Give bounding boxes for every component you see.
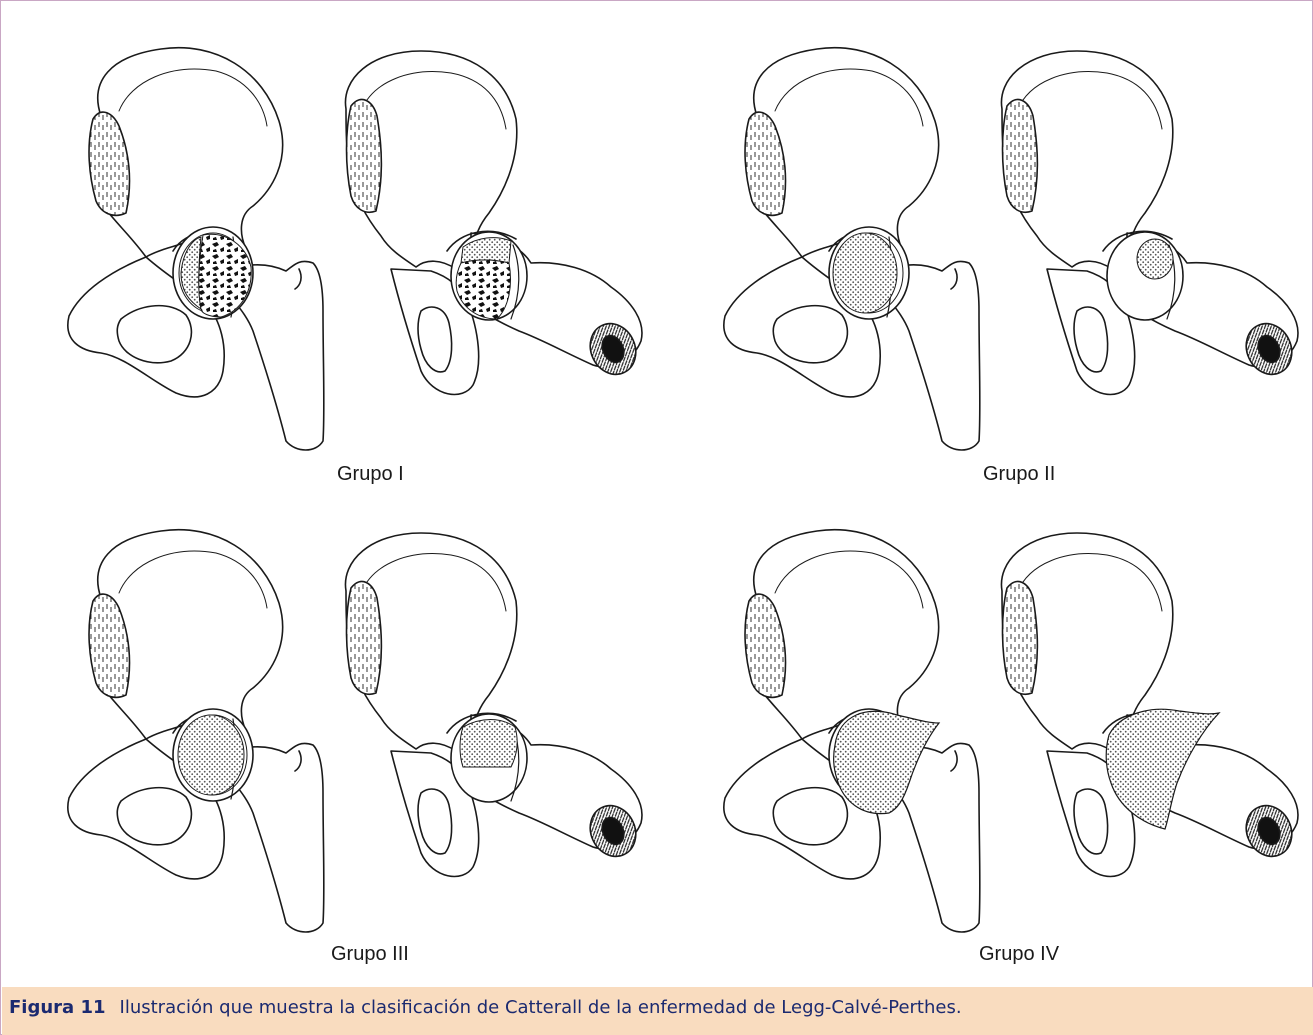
hip-diagram-grupo-iv — [657, 483, 1313, 965]
group-label: Grupo IV — [979, 943, 1059, 966]
hip-diagram-grupo-ii — [657, 1, 1313, 483]
obturator-foramen — [117, 788, 191, 845]
head-necrosis-shading — [178, 715, 244, 795]
lateral-head-necrosis-shading — [460, 720, 517, 768]
panel-grupo-iii: Grupo III — [1, 483, 657, 965]
head-necrosis-shading — [833, 233, 897, 313]
figure-caption: Figura 11 Ilustración que muestra la clas… — [2, 987, 1313, 1035]
lateral-sacroiliac-region — [1003, 99, 1038, 212]
group-label: Grupo III — [331, 943, 409, 966]
obturator-foramen — [117, 306, 191, 363]
obturator-foramen — [773, 306, 847, 363]
panel-grupo-iv: Grupo IV — [657, 483, 1313, 965]
lateral-sacroiliac-region — [347, 99, 382, 212]
hip-diagram-grupo-iii — [1, 483, 657, 965]
panel-grupo-ii: Grupo II — [657, 1, 1313, 483]
lateral-sacroiliac-region — [1003, 581, 1038, 694]
caption-text: Ilustración que muestra la clasificación… — [120, 997, 962, 1018]
lateral-head-necrosis-shading — [1137, 239, 1173, 279]
obturator-foramen — [773, 788, 847, 845]
panel-grupo-i: Grupo I — [1, 1, 657, 483]
caption-label: Figura 11 — [9, 997, 106, 1018]
lateral-sacroiliac-region — [347, 581, 382, 694]
hip-diagram-grupo-i — [1, 1, 657, 483]
